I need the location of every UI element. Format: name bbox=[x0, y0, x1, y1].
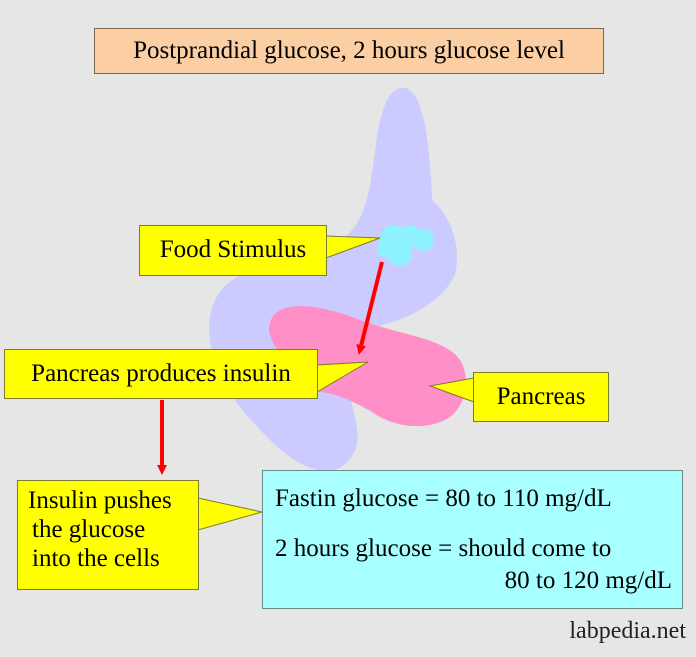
fasting-glucose-text: Fastin glucose = 80 to 110 mg/dL bbox=[275, 485, 612, 512]
pancreas-label: Pancreas bbox=[473, 372, 609, 422]
food-stimulus-label: Food Stimulus bbox=[139, 225, 327, 276]
arrow-food-to-pancreas bbox=[356, 261, 384, 355]
watermark: labpedia.net bbox=[569, 618, 686, 644]
pancreas-produces-insulin-label: Pancreas produces insulin bbox=[4, 349, 318, 399]
glucose-info-box: Fastin glucose = 80 to 110 mg/dL 2 hours… bbox=[262, 470, 683, 609]
insulin-push-callout-pointer bbox=[197, 497, 263, 531]
pancreas-shape bbox=[269, 306, 466, 427]
two-hour-glucose-text: 2 hours glucose = should come to bbox=[275, 535, 612, 562]
page-title: Postprandial glucose, 2 hours glucose le… bbox=[94, 28, 604, 74]
insulin-push-line-2: the glucose bbox=[32, 515, 146, 543]
insulin-push-line-1: Insulin pushes bbox=[28, 487, 172, 514]
food-icon bbox=[377, 225, 434, 266]
insulin-pushes-glucose-label: Insulin pushes the glucose into the cell… bbox=[17, 480, 199, 590]
insulin-push-line-3: into the cells bbox=[32, 544, 160, 572]
two-hour-glucose-range: 80 to 120 mg/dL bbox=[504, 567, 672, 594]
